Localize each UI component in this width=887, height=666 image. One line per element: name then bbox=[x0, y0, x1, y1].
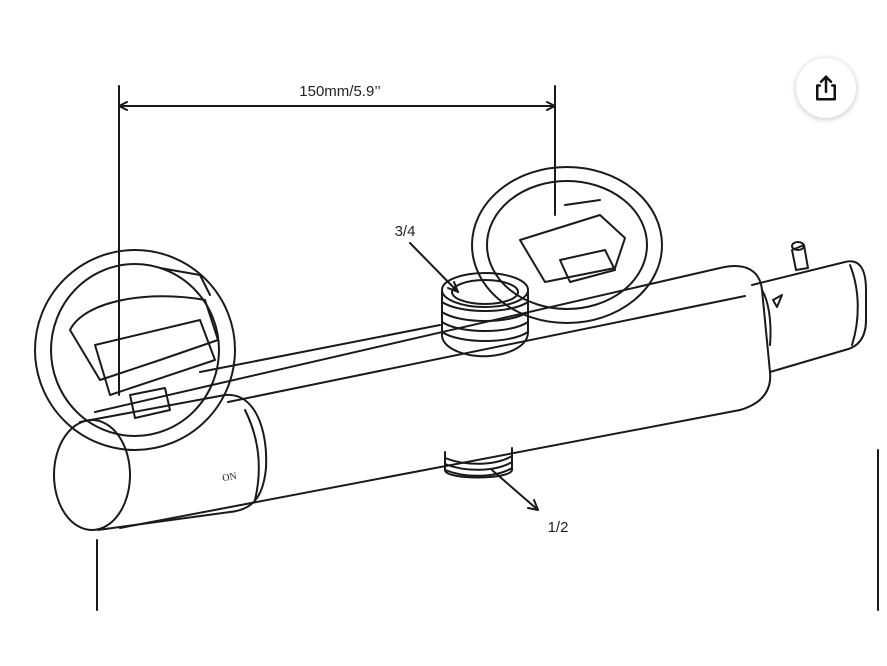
valve-on-marking: ON bbox=[221, 471, 237, 484]
leader-arrows bbox=[409, 242, 539, 511]
inlet-thread-top bbox=[441, 272, 529, 358]
wall-lines bbox=[96, 449, 879, 611]
dimension-label: 150mm/5.9’’ bbox=[299, 83, 380, 100]
inlet-size-label: 3/4 bbox=[395, 223, 416, 240]
dimension-lines bbox=[118, 85, 556, 396]
faucet-body bbox=[94, 241, 867, 529]
temperature-knob bbox=[53, 393, 268, 531]
outlet-thread-bottom bbox=[444, 447, 513, 479]
right-wall-bracket bbox=[471, 166, 663, 324]
share-button[interactable] bbox=[796, 58, 856, 118]
left-wall-bracket bbox=[34, 249, 236, 451]
outlet-size-label: 1/2 bbox=[548, 519, 569, 536]
share-icon bbox=[816, 75, 836, 101]
